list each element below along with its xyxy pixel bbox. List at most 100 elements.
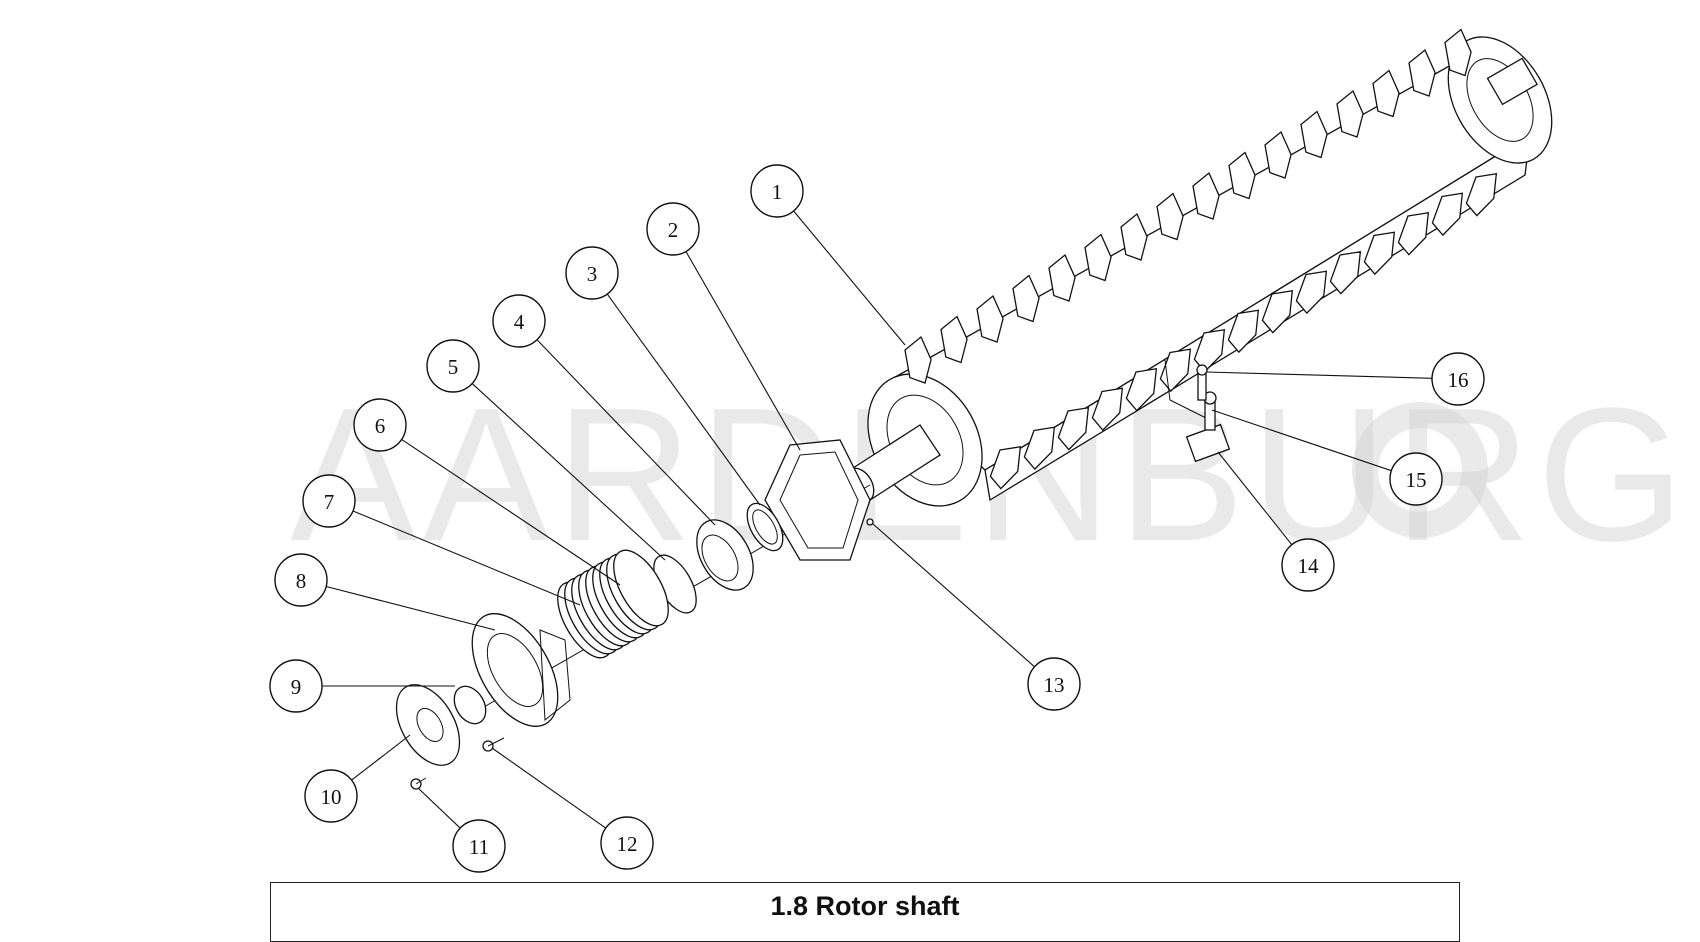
callout-number: 10	[321, 785, 342, 809]
callout-1: 1	[750, 164, 804, 218]
leader-line	[1205, 371, 1433, 379]
callout-circle	[646, 202, 700, 256]
callout-circle	[1389, 452, 1443, 506]
bolt	[482, 737, 505, 752]
callout-number: 16	[1448, 368, 1469, 392]
callout-number: 5	[448, 355, 459, 379]
callout-number: 14	[1298, 554, 1320, 578]
callout-11: 11	[452, 819, 506, 873]
callout-number: 15	[1406, 468, 1427, 492]
leader-line	[471, 383, 666, 561]
callout-circle	[302, 474, 356, 528]
knife	[1012, 274, 1040, 323]
leader-lines	[322, 210, 1433, 829]
leader-line	[491, 747, 607, 829]
knife	[1295, 270, 1328, 315]
knife	[1336, 89, 1364, 138]
callout-14: 14	[1281, 538, 1335, 592]
knife-clamp-parts	[1164, 359, 1231, 463]
callout-circle	[1431, 352, 1485, 406]
callout-number: 6	[375, 414, 386, 438]
knife	[1431, 192, 1464, 237]
knife	[1372, 69, 1400, 118]
leader-line	[1211, 409, 1392, 472]
leader-line	[417, 787, 461, 829]
knife	[989, 445, 1022, 490]
callout-16: 16	[1431, 352, 1485, 406]
leader-line	[401, 438, 621, 586]
callout-circle	[492, 294, 546, 348]
knife	[1156, 192, 1184, 241]
knife	[1125, 367, 1158, 412]
leader-line	[536, 339, 716, 526]
callout-3: 3	[565, 246, 619, 300]
knife	[940, 315, 968, 364]
callout-number: 9	[291, 675, 302, 699]
callout-9: 9	[269, 659, 323, 713]
callout-6: 6	[353, 398, 407, 452]
callout-number: 3	[587, 262, 598, 286]
callout-5: 5	[426, 339, 480, 393]
callout-number: 8	[296, 569, 307, 593]
circlip	[746, 502, 784, 552]
callout-circle	[1281, 538, 1335, 592]
leader-line	[1217, 451, 1293, 546]
callout-13: 13	[1027, 657, 1081, 711]
knife	[1048, 253, 1076, 302]
knife	[1227, 309, 1260, 354]
knife	[1397, 211, 1430, 256]
screw	[866, 518, 874, 526]
callout-number: 2	[668, 218, 679, 242]
callout-number: 11	[469, 835, 489, 859]
knife	[1408, 48, 1436, 97]
callout-15: 15	[1389, 452, 1443, 506]
callout-4: 4	[492, 294, 546, 348]
callout-circle	[600, 816, 654, 870]
leader-line	[872, 523, 1035, 668]
callout-circle	[1027, 657, 1081, 711]
leader-line	[326, 585, 496, 631]
knife	[1057, 406, 1090, 451]
knife	[1228, 151, 1256, 200]
callout-circle	[304, 769, 358, 823]
callout-circle	[274, 553, 328, 607]
knife	[1465, 172, 1498, 217]
callout-2: 2	[646, 202, 700, 256]
knife	[1444, 28, 1472, 77]
knife	[1300, 110, 1328, 159]
callout-circle	[452, 819, 506, 873]
knife	[1084, 233, 1112, 282]
callout-circle	[269, 659, 323, 713]
callout-8: 8	[274, 553, 328, 607]
seal-ring	[613, 549, 669, 627]
callout-number: 1	[772, 180, 783, 204]
bearing-housing	[471, 613, 571, 727]
callout-number: 7	[324, 490, 335, 514]
knife	[1363, 231, 1396, 276]
knife	[1329, 250, 1362, 295]
knife	[1193, 328, 1226, 373]
bolt	[410, 777, 427, 790]
knife	[1091, 387, 1124, 432]
bearing	[696, 519, 754, 591]
leader-line	[351, 734, 411, 781]
callout-number: 12	[617, 832, 638, 856]
callout-12: 12	[600, 816, 654, 870]
knife	[976, 294, 1004, 343]
knife	[1120, 212, 1148, 261]
callout-circle	[565, 246, 619, 300]
caption-box: 1.8 Rotor shaft	[270, 882, 1460, 942]
callout-7: 7	[302, 474, 356, 528]
callout-number: 4	[514, 310, 525, 334]
callout-circle	[750, 164, 804, 218]
knife	[1264, 130, 1292, 179]
knife	[1261, 289, 1294, 334]
seal-ring	[453, 685, 487, 725]
callout-number: 13	[1044, 673, 1065, 697]
callout-10: 10	[304, 769, 358, 823]
callout-circle	[353, 398, 407, 452]
knife	[904, 335, 932, 384]
gear-icon	[1352, 402, 1488, 538]
exploded-parts-diagram: AARDENBURG	[269, 28, 1685, 873]
